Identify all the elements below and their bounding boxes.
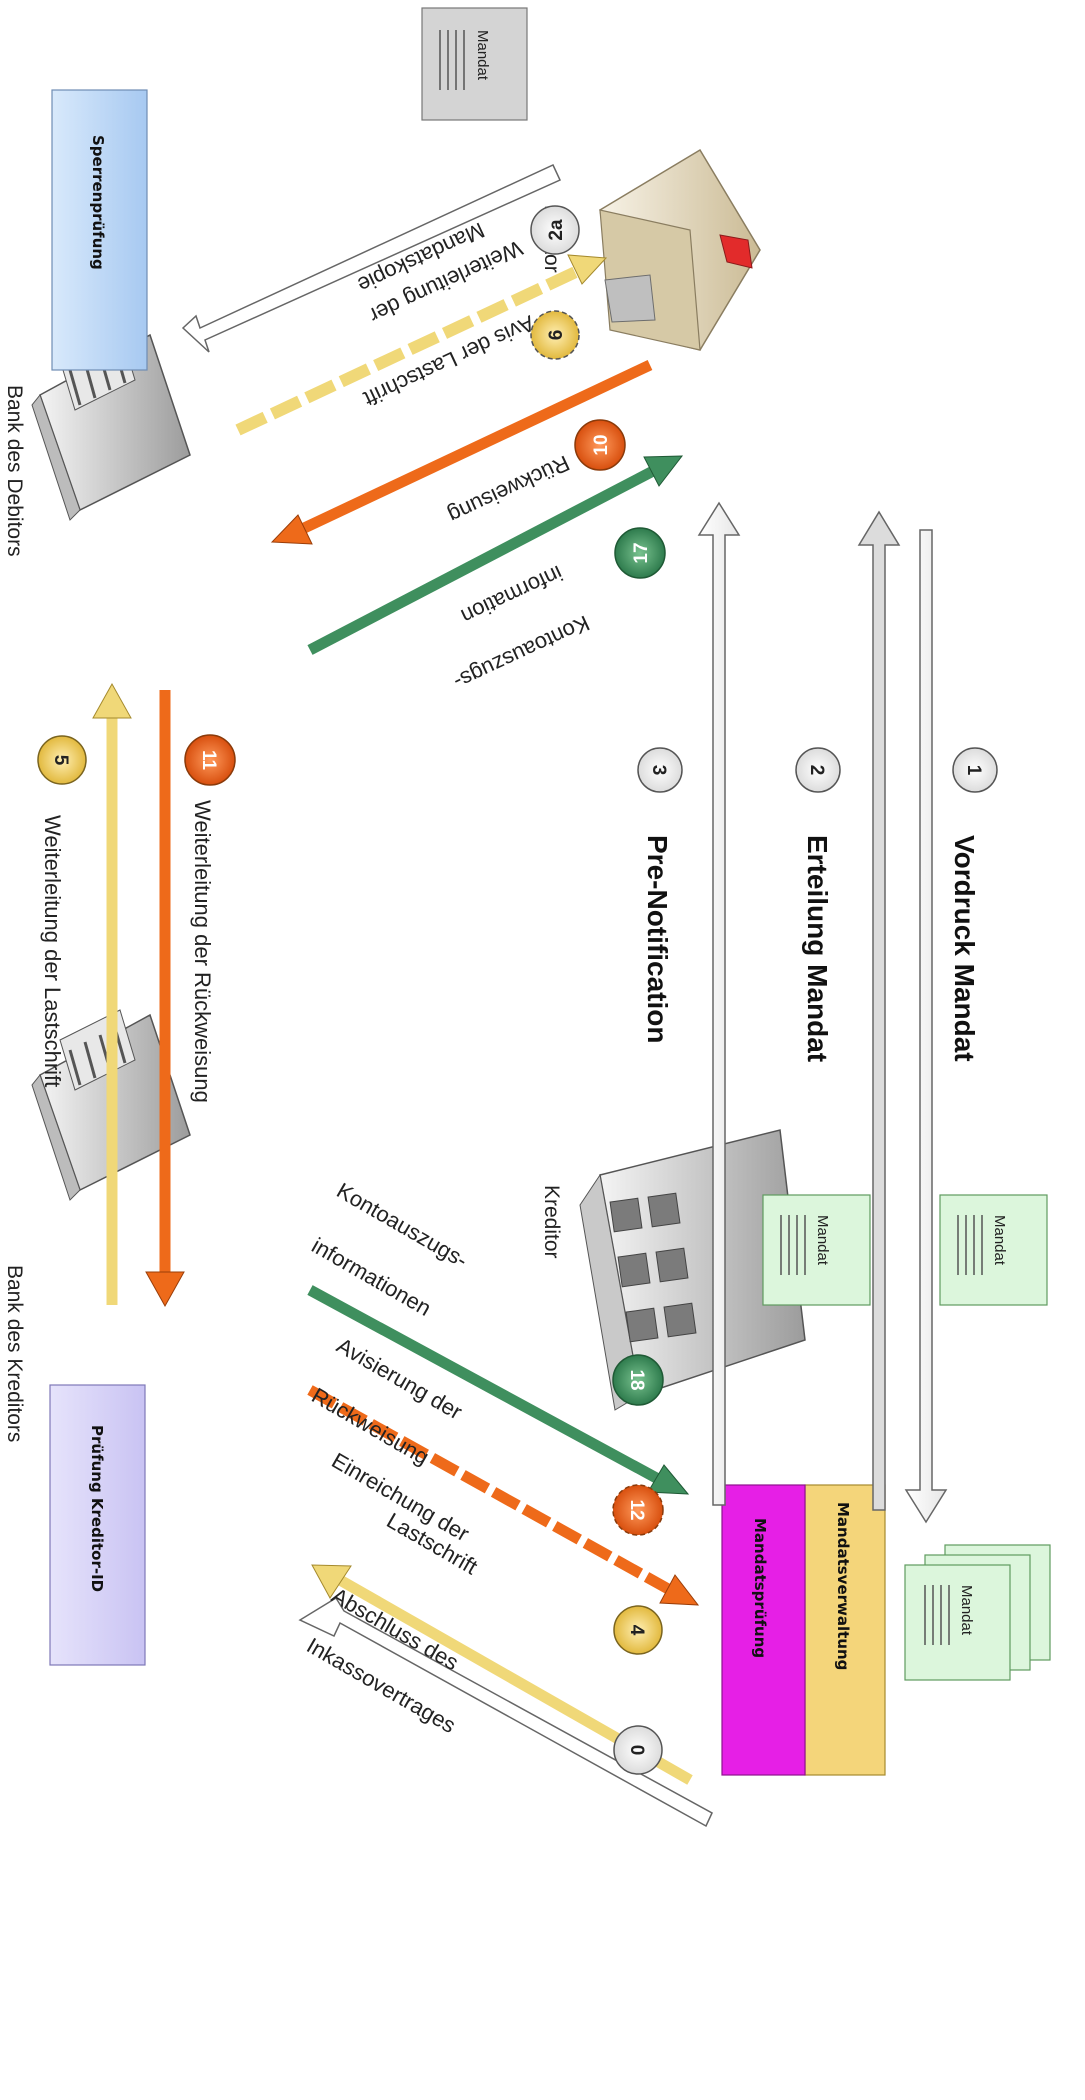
svg-text:3: 3 — [648, 765, 669, 776]
step-badge-3: 3 — [637, 747, 683, 793]
step-badge-1: 1 — [952, 747, 998, 793]
step-badge-12: 12 — [612, 1484, 664, 1536]
svg-text:2: 2 — [806, 765, 827, 776]
pruefung-kreditor-id-box: Prüfung Kreditor-ID — [49, 1384, 146, 1666]
arrow-step-3 — [697, 501, 741, 1506]
sperrenpruefung-label: Sperrenprüfung — [89, 135, 107, 270]
mandat-document-stack: Mandat — [904, 1544, 1051, 1681]
kreditor-label: Kreditor — [540, 1185, 563, 1259]
arrow-step-0 — [298, 1596, 713, 1828]
step-badge-18: 18 — [612, 1354, 664, 1406]
label-step-11: Weiterleitung der Rückweisung — [190, 800, 215, 1103]
arrow-step-11 — [145, 690, 185, 1308]
label-step-3: Pre-Notification — [642, 835, 673, 1043]
label-step-2: Erteilung Mandat — [802, 835, 833, 1062]
label-step-1: Vordruck Mandat — [949, 835, 980, 1062]
arrow-step-10 — [270, 360, 653, 545]
step-badge-0: 0 — [613, 1725, 663, 1775]
step-badge-17: 17 — [614, 527, 666, 579]
arrow-step-2 — [857, 510, 901, 1511]
svg-text:12: 12 — [626, 1499, 647, 1520]
mandat-label: Mandat — [958, 1585, 975, 1636]
pruefung-kreditor-id-label: Prüfung Kreditor-ID — [88, 1425, 106, 1592]
mandat-label: Mandat — [814, 1215, 831, 1266]
arrow-step-1 — [904, 529, 948, 1524]
mandat-document-gray: Mandat — [421, 7, 528, 121]
step-badge-11: 11 — [184, 734, 236, 786]
svg-text:5: 5 — [50, 755, 71, 766]
mandat-document-green-2: Mandat — [762, 1194, 871, 1306]
label-step-5: Weiterleitung der Lastschrift — [40, 815, 65, 1087]
kreditor-building-icon — [579, 1129, 806, 1411]
arrow-step-12 — [307, 1385, 700, 1606]
svg-text:18: 18 — [626, 1369, 647, 1390]
sperrenpruefung-box: Sperrenprüfung — [51, 89, 148, 371]
mandatspruefung-box: Mandatsprüfung — [721, 1484, 806, 1776]
svg-text:6: 6 — [546, 330, 567, 341]
bank-kreditor-label: Bank des Kreditors — [3, 1265, 26, 1442]
arrow-step-5 — [92, 682, 132, 1305]
svg-text:17: 17 — [631, 542, 652, 563]
svg-text:0: 0 — [626, 1745, 647, 1756]
debitor-house-icon — [599, 148, 761, 351]
arrow-step-2a — [181, 164, 562, 353]
svg-text:10: 10 — [591, 434, 612, 455]
arrow-step-17 — [307, 455, 684, 655]
step-badge-2: 2 — [795, 747, 841, 793]
step-badge-5: 5 — [37, 735, 87, 785]
svg-text:1: 1 — [963, 765, 984, 776]
arrow-step-18 — [307, 1285, 690, 1495]
step-badge-2a: 2a — [530, 205, 580, 255]
mandat-label: Mandat — [474, 30, 491, 81]
mandatsverwaltung-box: Mandatsverwaltung — [804, 1484, 886, 1776]
mandat-label: Mandat — [991, 1215, 1008, 1266]
step-badge-10: 10 — [574, 419, 626, 471]
step-badge-6: 6 — [530, 310, 580, 360]
mandatsverwaltung-label: Mandatsverwaltung — [834, 1502, 852, 1670]
step-badge-4: 4 — [613, 1605, 663, 1655]
svg-text:4: 4 — [626, 1625, 647, 1636]
mandatspruefung-label: Mandatsprüfung — [751, 1518, 769, 1658]
mandat-document-green-1: Mandat — [939, 1194, 1048, 1306]
svg-text:11: 11 — [198, 750, 219, 771]
svg-text:2a: 2a — [546, 219, 567, 241]
bank-debitor-label: Bank des Debitors — [3, 385, 26, 557]
arrow-step-6 — [235, 254, 608, 436]
